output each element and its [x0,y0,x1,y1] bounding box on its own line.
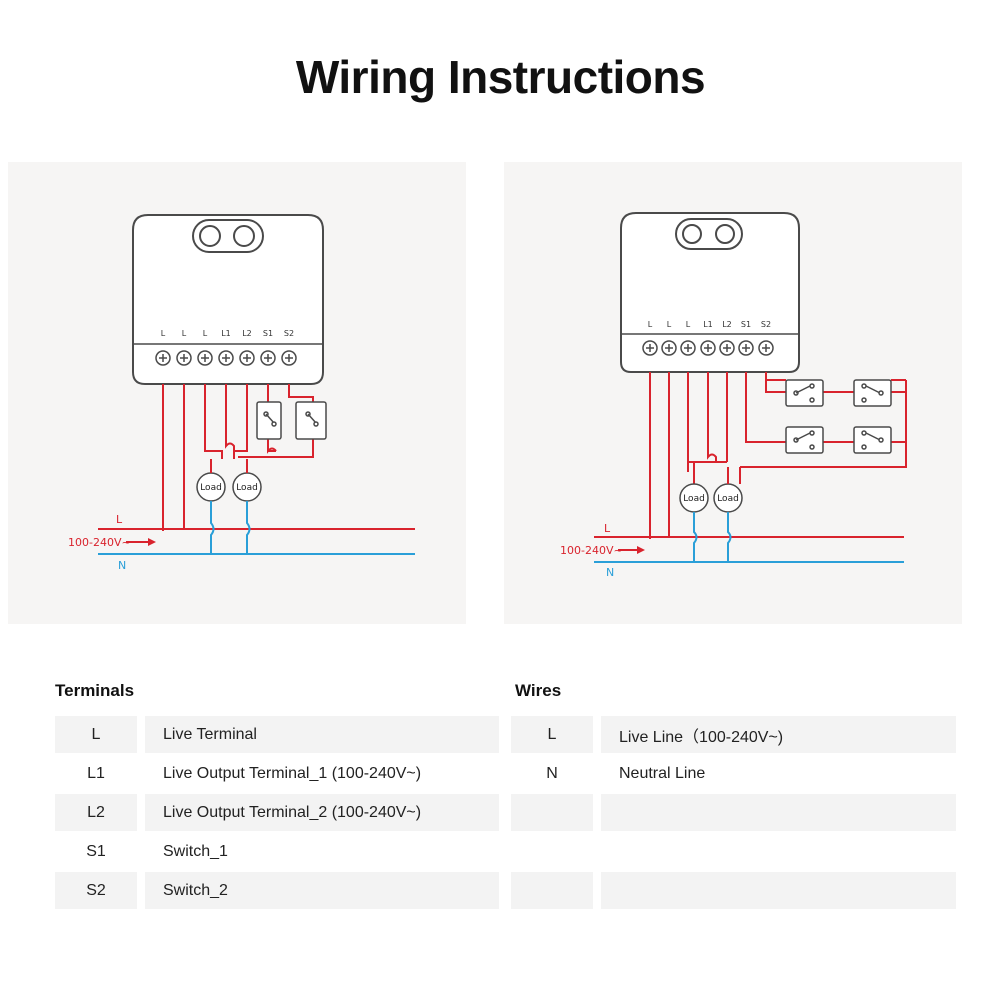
terminal-desc: Switch_1 [163,842,228,860]
screw-icon [700,340,716,356]
screw-icon [281,350,297,366]
wire-desc [601,872,956,909]
diagram-svg-right: L L L L1 L2 S1 S2 [560,212,907,579]
terminal-label: L [648,320,653,329]
terminal-label: L [686,320,691,329]
screw-icon [176,350,192,366]
wires-heading: Wires [515,681,562,700]
terminal-desc: Live Terminal [145,716,499,753]
table-row [511,794,956,831]
terminal-label: L2 [722,320,732,329]
wire-desc [601,833,956,870]
device-body [132,214,324,385]
table-row: S1 Switch_1 [55,833,499,870]
terminal-label: S2 [284,329,294,338]
two-way-switch-1b [853,379,892,407]
led-icon [233,225,255,247]
live-line-label: L [116,513,123,526]
device-body [620,212,800,373]
table-row: S2 Switch_2 [55,872,499,909]
table-row: L2 Live Output Terminal_2 (100-240V~) [55,794,499,831]
button-icon [199,225,221,247]
two-way-switch-2b [853,426,892,454]
terminal-label: S1 [263,329,273,338]
switch-2 [295,401,327,440]
screw-icon [155,350,171,366]
voltage-label: 100-240V~ [560,544,623,557]
screw-icon [218,350,234,366]
table-row: L Live Line（100-240V~) [511,716,956,753]
wire-desc [601,794,956,831]
load-label: Load [200,483,222,493]
terminal-key: L [55,716,137,753]
terminal-label: S2 [761,320,771,329]
neutral-line-label: N [606,566,614,579]
wire-key: L [511,716,593,753]
wiring-diagram-single-switch: L L L L1 L2 S1 S2 [8,162,466,624]
neutral-wires [98,501,415,555]
table-row: L Live Terminal [55,716,499,753]
terminal-key: S2 [55,872,137,909]
terminal-label: L [203,329,208,338]
live-wires [98,384,415,546]
page-title: Wiring Instructions [295,51,706,103]
terminal-desc: Live Output Terminal_2 (100-240V~) [145,794,499,831]
screw-icon [642,340,658,356]
wire-key: N [546,764,558,782]
terminal-label: L1 [703,320,713,329]
led-icon [715,224,735,244]
screw-icon [260,350,276,366]
wire-key [511,872,593,909]
terminal-label: L [667,320,672,329]
live-wires [594,372,907,554]
screw-icon [738,340,754,356]
screw-icon [239,350,255,366]
diagram-svg-left: L L L L1 L2 S1 S2 [68,214,415,572]
two-way-switch-2a [785,426,824,454]
terminal-label: L [161,329,166,338]
load-label: Load [717,494,739,504]
wire-key [511,833,593,870]
screw-icon [680,340,696,356]
terminal-label: L [182,329,187,338]
terminal-key: L1 [87,764,105,782]
table-row [511,833,956,870]
terminal-screws [642,340,774,356]
table-row [511,872,956,909]
load-label: Load [683,494,705,504]
wire-desc: Neutral Line [619,764,706,782]
screw-icon [758,340,774,356]
terminal-desc: Switch_2 [145,872,499,909]
wires-table: L Live Line（100-240V~) N Neutral Line [503,714,964,911]
terminal-label: L1 [221,329,231,338]
screw-icon [197,350,213,366]
wiring-diagram-two-way-switch: L L L L1 L2 S1 S2 [504,162,962,624]
terminal-key: S1 [86,842,106,860]
neutral-line-label: N [118,559,126,572]
terminal-desc: Live Output Terminal_1 (100-240V~) [163,764,422,782]
terminal-screws [155,350,297,366]
terminal-label: L2 [242,329,252,338]
voltage-label: 100-240V~ [68,536,131,549]
live-line-label: L [604,522,611,535]
switch-1 [256,401,282,440]
table-row: N Neutral Line [511,755,956,792]
terminal-key: L2 [55,794,137,831]
terminals-table: L Live Terminal L1 Live Output Terminal_… [47,714,507,911]
wire-desc: Live Line（100-240V~) [601,716,956,753]
neutral-wires [594,512,904,563]
screw-icon [661,340,677,356]
load-label: Load [236,483,258,493]
terminal-label: S1 [741,320,751,329]
button-icon [682,224,702,244]
screw-icon [719,340,735,356]
table-row: L1 Live Output Terminal_1 (100-240V~) [55,755,499,792]
two-way-switch-1a [785,379,824,407]
terminals-heading: Terminals [55,681,135,700]
wire-key [511,794,593,831]
